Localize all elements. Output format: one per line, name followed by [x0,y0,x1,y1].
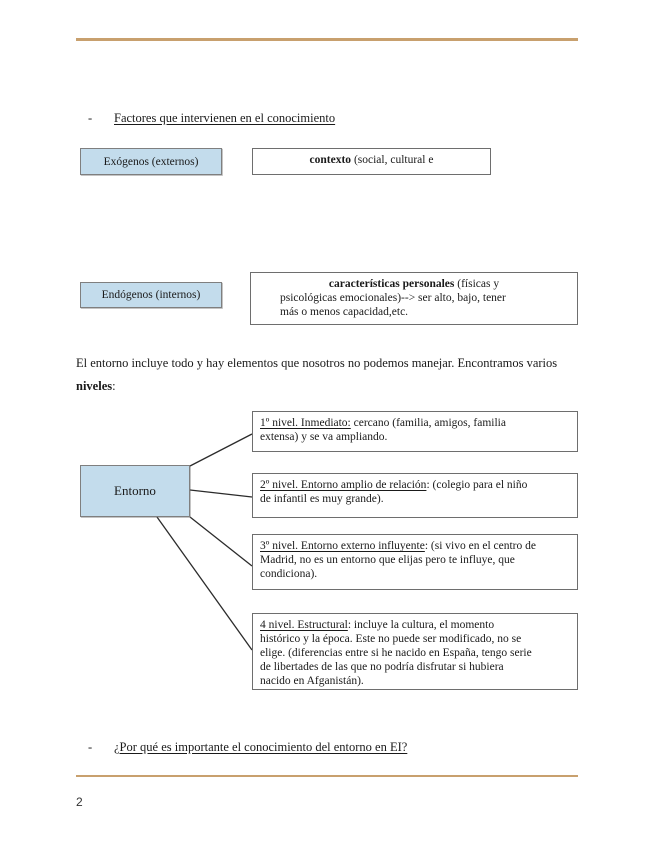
box-exogenos: Exógenos (externos) [80,148,222,175]
box-nivel-2: 2º nivel. Entorno amplio de relación: (c… [252,473,578,518]
box-contexto: contexto (social, cultural e [252,148,491,175]
box-nivel-2-line2: de infantil es muy grande). [260,493,384,505]
box-nivel-1-title: 1º nivel. Inmediato: [260,417,351,429]
paragraph-niveles-bold: niveles [76,379,113,393]
box-nivel-3-text1: : (si vivo en el centro de [424,540,536,552]
box-nivel-3-line2: Madrid, no es un entorno que elijas pero… [260,554,515,566]
box-nivel-4-line5: nacido en Afganistán). [260,675,364,687]
box-nivel-2-text1: : (colegio para el niño [426,479,528,491]
box-entorno: Entorno [80,465,190,517]
heading-porque-text: ¿Por qué es importante el conocimiento d… [114,740,408,754]
box-nivel-4-line1: 4 nivel. Estructural: incluye la cultura… [260,618,570,632]
box-nivel-3-line1: 3º nivel. Entorno externo influyente: (s… [260,539,570,553]
box-caracteristicas: características personales (físicas y ps… [250,272,578,325]
page-number: 2 [76,795,83,809]
box-nivel-4: 4 nivel. Estructural: incluye la cultura… [252,613,578,690]
header-rule [76,38,578,41]
box-nivel-1-line1: 1º nivel. Inmediato: cercano (familia, a… [260,416,570,430]
paragraph-line2-rest: : [112,379,116,393]
bullet-dash-icon: - [88,111,93,125]
box-caracteristicas-line2: psicológicas emocionales)--> ser alto, b… [280,292,506,304]
box-endogenos: Endógenos (internos) [80,282,222,308]
box-contexto-line1: contexto (social, cultural e [260,153,483,167]
box-endogenos-label: Endógenos (internos) [101,289,201,301]
box-nivel-1-line2: extensa) y se va ampliando. [260,431,388,443]
footer-rule [76,775,578,777]
box-entorno-label: Entorno [114,483,156,498]
bullet-heading-porque: - ¿Por qué es importante el conocimiento… [88,740,407,755]
box-nivel-3-line3: condiciona). [260,568,318,580]
box-nivel-1: 1º nivel. Inmediato: cercano (familia, a… [252,411,578,452]
box-nivel-2-line1: 2º nivel. Entorno amplio de relación: (c… [260,478,570,492]
box-nivel-4-line4: de libertades de las que no podría disfr… [260,661,504,673]
box-nivel-2-title: 2º nivel. Entorno amplio de relación [260,479,427,491]
box-nivel-3: 3º nivel. Entorno externo influyente: (s… [252,534,578,590]
bullet-heading-factores: - Factores que intervienen en el conocim… [88,111,335,126]
box-nivel-3-title: 3º nivel. Entorno externo influyente [260,540,425,552]
box-nivel-4-text1: : incluye la cultura, el momento [347,619,495,631]
box-caracteristicas-line3: más o menos capacidad,etc. [280,306,409,318]
box-nivel-4-title: 4 nivel. Estructural [260,619,348,631]
box-caracteristicas-line1: características personales (físicas y [258,277,570,291]
box-caracteristicas-bold: características personales [328,278,455,290]
paragraph-line2: niveles: [76,375,581,398]
box-nivel-1-text1: cercano (familia, amigos, familia [350,417,506,429]
paragraph-entorno: El entorno incluye todo y hay elementos … [76,352,581,398]
heading-factores-text: Factores que intervienen en el conocimie… [114,111,336,125]
box-nivel-4-line3: elige. (diferencias entre si he nacido e… [260,647,532,659]
box-caracteristicas-rest: (físicas y [454,278,500,290]
paragraph-line1: El entorno incluye todo y hay elementos … [76,356,558,370]
bullet-dash-icon-2: - [88,740,93,754]
box-contexto-bold: contexto [309,154,352,166]
box-contexto-rest: (social, cultural e [351,154,434,166]
box-nivel-4-line2: histórico y la época. Este no puede ser … [260,633,522,645]
box-exogenos-label: Exógenos (externos) [103,155,199,168]
